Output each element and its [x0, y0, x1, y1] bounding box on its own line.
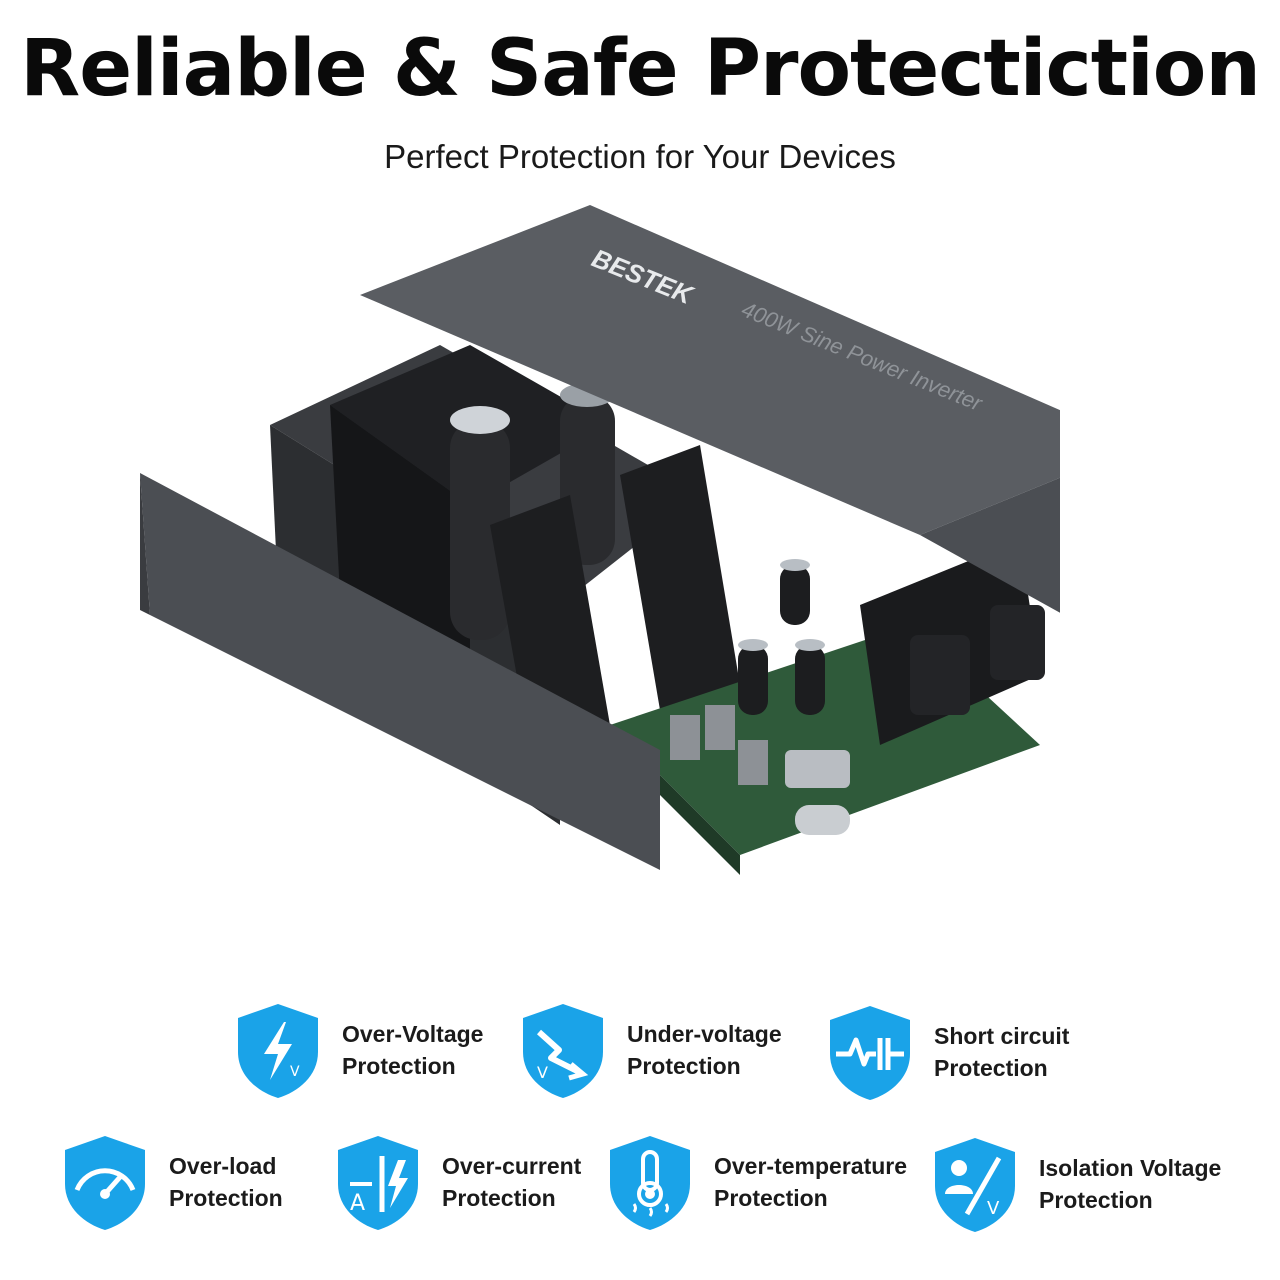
current-icon: A: [338, 1136, 418, 1230]
feature-isolation-voltage: V Isolation Voltage Protection: [925, 1134, 1221, 1234]
feature-over-load: Over-load Protection: [55, 1132, 283, 1232]
thermometer-icon: [610, 1136, 690, 1230]
feature-over-temperature: Over-temperature Protection: [600, 1132, 907, 1232]
feature-over-voltage: V Over-Voltage Protection: [228, 1000, 483, 1100]
feature-line2: Protection: [342, 1053, 456, 1079]
feature-line2: Protection: [934, 1055, 1048, 1081]
feature-short-circuit: Short circuit Protection: [820, 1002, 1069, 1102]
svg-text:V: V: [987, 1198, 1000, 1219]
power-inverter-image: BESTEK 400W Sine Power Inverter: [140, 205, 1060, 875]
feature-line2: Protection: [627, 1053, 741, 1079]
page-title: Reliable & Safe Protectiction: [20, 24, 1261, 114]
isolation-icon: V: [935, 1138, 1015, 1232]
voltage-drop-icon: V: [523, 1004, 603, 1098]
svg-text:V: V: [290, 1064, 300, 1080]
feature-line1: Short circuit: [934, 1023, 1070, 1049]
feature-line2: Protection: [442, 1185, 556, 1211]
gauge-icon: [65, 1136, 145, 1230]
feature-over-current: A Over-current Protection: [328, 1132, 581, 1232]
feature-line2: Protection: [169, 1185, 283, 1211]
feature-line2: Protection: [714, 1185, 828, 1211]
feature-line2: Protection: [1039, 1187, 1153, 1213]
feature-line1: Over-load: [169, 1153, 277, 1179]
feature-line1: Over-current: [442, 1153, 582, 1179]
feature-under-voltage: V Under-voltage Protection: [513, 1000, 782, 1100]
short-circuit-icon: [830, 1006, 910, 1100]
feature-line1: Under-voltage: [627, 1021, 782, 1047]
feature-line1: Isolation Voltage: [1039, 1155, 1222, 1181]
feature-line1: Over-temperature: [714, 1153, 908, 1179]
svg-text:A: A: [350, 1191, 365, 1216]
feature-line1: Over-Voltage: [342, 1021, 484, 1047]
page-subtitle: Perfect Protection for Your Devices: [384, 138, 896, 175]
svg-text:V: V: [537, 1063, 548, 1082]
lightning-icon: V: [238, 1004, 318, 1098]
